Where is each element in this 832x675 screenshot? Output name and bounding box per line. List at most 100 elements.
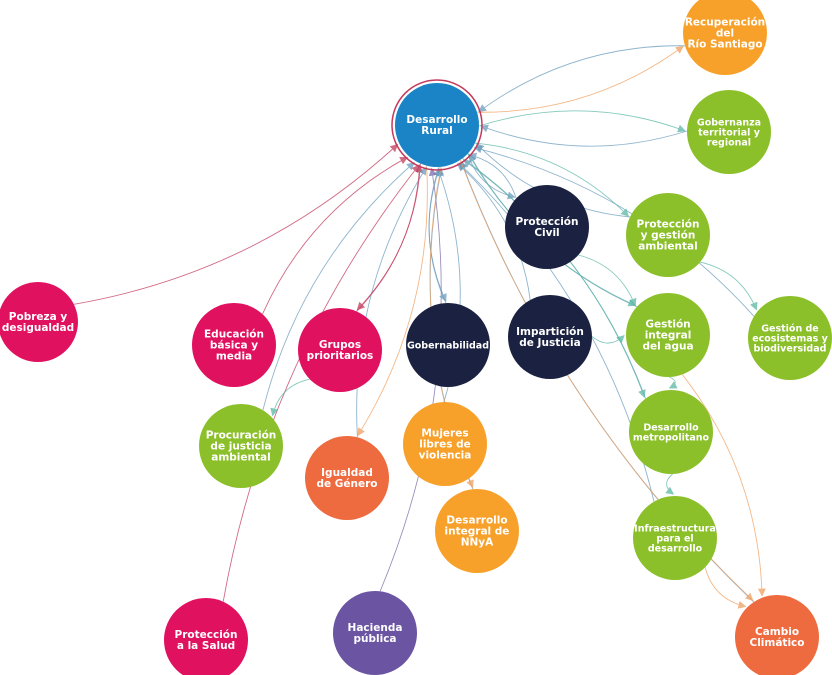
- node-label-procuracion-justicia-ambiental: de justicia: [210, 441, 271, 453]
- node-label-recuperacion-rio-santiago: del: [716, 28, 734, 40]
- node-label-mujeres-libres-violencia: Mujeres: [421, 428, 468, 440]
- node-label-pobreza-desigualdad: desigualdad: [2, 322, 74, 334]
- edge-educacion-basica-media-to-desarrollo-rural: [262, 156, 409, 315]
- edge-igualdad-genero-to-desarrollo-rural: [356, 166, 427, 438]
- node-label-proteccion-gestion-ambiental: Protección: [637, 219, 700, 231]
- edge-desarrollo-rural-to-grupos-prioritarios: [356, 163, 421, 311]
- node-label-gobernanza-territorial: Gobernanza: [697, 117, 761, 128]
- edge-desarrollo-rural-to-igualdad-genero: [357, 165, 428, 437]
- node-circle-desarrollo-rural: [395, 83, 479, 167]
- node-label-recuperacion-rio-santiago: Río Santiago: [687, 39, 762, 51]
- node-label-desarrollo-integral-nnya: Desarrollo: [446, 515, 507, 527]
- node-circle-recuperacion-rio-santiago: [683, 0, 767, 75]
- node-circle-mujeres-libres-violencia: [403, 402, 487, 486]
- edge-desarrollo-metropolitano-to-infraestructura-desarrollo: [665, 473, 675, 495]
- edge-recuperacion-rio-santiago-to-desarrollo-rural: [478, 45, 686, 113]
- node-label-infraestructura-desarrollo: Infraestructura: [634, 523, 716, 534]
- edge-desarrollo-rural-to-proteccion-civil: [467, 153, 516, 200]
- node-label-gestion-integral-agua: del agua: [642, 341, 693, 353]
- node-label-desarrollo-integral-nnya: NNyA: [461, 537, 494, 549]
- node-label-grupos-prioritarios: prioritarios: [307, 350, 374, 362]
- node-label-proteccion-salud: a la Salud: [177, 640, 235, 652]
- node-circle-gestion-integral-agua: [626, 293, 710, 377]
- node-circle-procuracion-justicia-ambiental: [199, 404, 283, 488]
- node-circle-gobernanza-territorial: [687, 90, 771, 174]
- node-label-imparticion-justicia: de Justicia: [519, 337, 580, 349]
- edge-desarrollo-rural-to-desarrollo-metropolitano: [462, 158, 646, 398]
- edge-gobernanza-territorial-to-desarrollo-rural: [480, 124, 688, 147]
- node-label-cambio-climatico: Climático: [750, 637, 805, 649]
- node-label-infraestructura-desarrollo: desarrollo: [648, 543, 703, 554]
- node-circle-educacion-basica-media: [192, 303, 276, 387]
- node-ring-desarrollo-rural: [391, 79, 483, 171]
- node-circle-proteccion-civil: [505, 185, 589, 269]
- node-label-hacienda-publica: pública: [353, 633, 396, 645]
- node-label-grupos-prioritarios: Grupos: [319, 339, 361, 351]
- node-circle-imparticion-justicia: [508, 295, 592, 379]
- node-circle-igualdad-genero: [305, 436, 389, 520]
- node-label-igualdad-genero: de Género: [316, 478, 377, 490]
- node-circle-desarrollo-integral-nnya: [435, 489, 519, 573]
- node-circle-proteccion-salud: [164, 598, 248, 675]
- node-label-desarrollo-metropolitano: Desarrollo: [643, 422, 699, 433]
- edge-proteccion-gestion-ambiental-to-gestion-ecosistemas: [700, 261, 758, 311]
- node-label-hacienda-publica: Hacienda: [348, 622, 403, 634]
- node-label-proteccion-salud: Protección: [175, 629, 238, 641]
- node-circle-hacienda-publica: [333, 591, 417, 675]
- node-label-gestion-ecosistemas: ecosistemas y: [752, 333, 828, 344]
- node-label-proteccion-gestion-ambiental: ambiental: [638, 241, 697, 253]
- node-label-infraestructura-desarrollo: para el: [656, 533, 693, 544]
- edge-proteccion-salud-to-desarrollo-rural: [222, 164, 420, 602]
- edge-infraestructura-desarrollo-to-cambio-climatico: [704, 567, 747, 609]
- node-label-cambio-climatico: Cambio: [755, 626, 799, 638]
- node-label-educacion-basica-media: media: [216, 351, 252, 363]
- edge-proteccion-civil-to-gestion-integral-agua: [578, 254, 637, 307]
- node-label-educacion-basica-media: básica y: [210, 340, 258, 352]
- edge-desarrollo-rural-to-recuperacion-rio-santiago: [476, 45, 684, 113]
- edge-desarrollo-rural-to-proteccion-gestion-ambiental: [474, 142, 630, 217]
- node-label-proteccion-civil: Protección: [516, 216, 579, 228]
- edge-pobreza-desigualdad-to-desarrollo-rural: [73, 143, 399, 305]
- edge-gestion-integral-agua-to-desarrollo-metropolitano: [668, 376, 678, 389]
- node-label-mujeres-libres-violencia: violencia: [419, 450, 472, 462]
- node-label-gestion-ecosistemas: biodiversidad: [754, 343, 827, 354]
- node-gobernabilidad[interactable]: Gobernabilidad: [406, 303, 490, 387]
- node-label-desarrollo-rural: Desarrollo: [406, 114, 467, 126]
- edge-desarrollo-rural-to-gobernanza-territorial: [478, 110, 686, 133]
- edge-grupos-prioritarios-to-procuracion-justicia-ambiental: [270, 378, 310, 417]
- node-circle-infraestructura-desarrollo: [633, 496, 717, 580]
- node-circle-grupos-prioritarios: [298, 308, 382, 392]
- edge-imparticion-justicia-to-gestion-integral-agua: [591, 335, 625, 344]
- node-label-mujeres-libres-violencia: libres de: [419, 439, 471, 451]
- node-label-desarrollo-metropolitano: metropolitano: [633, 432, 710, 443]
- node-label-igualdad-genero: Igualdad: [321, 467, 373, 479]
- node-label-procuracion-justicia-ambiental: Procuración: [206, 430, 277, 442]
- node-label-procuracion-justicia-ambiental: ambiental: [211, 452, 270, 464]
- edge-gestion-integral-agua-to-cambio-climatico: [681, 374, 766, 597]
- node-label-proteccion-civil: Civil: [534, 227, 559, 239]
- node-circle-cambio-climatico: [735, 595, 819, 675]
- edge-procuracion-justicia-ambiental-to-desarrollo-rural: [262, 161, 415, 411]
